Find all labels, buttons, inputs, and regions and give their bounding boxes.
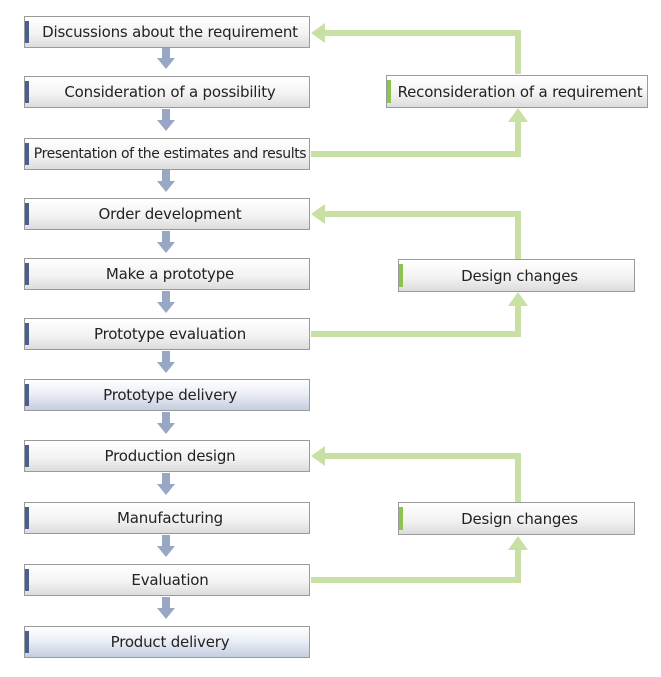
step-manufacturing: Manufacturing bbox=[24, 502, 310, 534]
down-arrow-5 bbox=[157, 291, 175, 313]
step-production-design: Production design bbox=[24, 440, 310, 472]
step-consideration-of-possibility: Consideration of a possibility bbox=[24, 76, 310, 108]
down-arrow-1 bbox=[157, 47, 175, 69]
step-label: Evaluation bbox=[131, 571, 209, 589]
down-arrow-9 bbox=[157, 535, 175, 557]
feedback-arrow-evaluation-to-design-changes-2 bbox=[311, 549, 521, 583]
arrowhead-into-order-development bbox=[311, 204, 325, 224]
step-label: Discussions about the requirement bbox=[42, 23, 298, 41]
step-label: Manufacturing bbox=[116, 509, 224, 527]
accent-bar bbox=[25, 507, 29, 529]
down-arrow-7 bbox=[157, 412, 175, 434]
down-arrow-2 bbox=[157, 109, 175, 131]
step-label: Presentation of the estimates and result… bbox=[33, 146, 307, 162]
step-order-development: Order development bbox=[24, 198, 310, 230]
feedback-arrow-design-changes-1-to-order-development bbox=[323, 211, 521, 259]
step-label: Prototype delivery bbox=[103, 386, 237, 404]
accent-bar bbox=[25, 143, 29, 165]
feedback-arrow-reconsideration-to-discussions bbox=[323, 30, 521, 74]
down-arrows bbox=[157, 47, 175, 619]
step-label: Order development bbox=[98, 205, 242, 223]
side-reconsideration-of-requirement: Reconsideration of a requirement bbox=[386, 75, 648, 108]
arrowhead-into-reconsideration bbox=[508, 108, 528, 122]
accent-bar bbox=[25, 323, 29, 345]
accent-bar bbox=[25, 384, 29, 406]
arrowhead-into-design-changes-1 bbox=[508, 292, 528, 306]
down-arrow-6 bbox=[157, 351, 175, 373]
accent-bar bbox=[25, 569, 29, 591]
step-label: Production design bbox=[104, 447, 236, 465]
accent-bar bbox=[25, 263, 29, 285]
step-product-delivery: Product delivery bbox=[24, 626, 310, 658]
side-step-label: Design changes bbox=[461, 266, 578, 285]
step-label: Prototype evaluation bbox=[93, 325, 247, 343]
step-presentation-of-estimates: Presentation of the estimates and result… bbox=[24, 138, 310, 170]
step-label: Product delivery bbox=[110, 633, 230, 651]
step-make-prototype: Make a prototype bbox=[24, 258, 310, 290]
down-arrow-4 bbox=[157, 231, 175, 253]
step-label: Make a prototype bbox=[105, 265, 235, 283]
side-design-changes-2: Design changes bbox=[398, 502, 635, 535]
accent-bar bbox=[25, 21, 29, 43]
side-step-label: Design changes bbox=[461, 509, 578, 528]
side-design-changes-1: Design changes bbox=[398, 259, 635, 292]
arrowhead-into-design-changes-2 bbox=[508, 536, 528, 550]
step-prototype-evaluation: Prototype evaluation bbox=[24, 318, 310, 350]
arrowhead-into-production-design bbox=[311, 446, 325, 466]
feedback-arrow-design-changes-2-to-production-design bbox=[323, 453, 521, 502]
feedback-arrow-presentation-to-reconsideration bbox=[311, 121, 521, 157]
accent-bar bbox=[399, 507, 403, 530]
accent-bar bbox=[25, 631, 29, 653]
accent-bar bbox=[387, 80, 391, 103]
down-arrow-3 bbox=[157, 170, 175, 192]
accent-bar bbox=[25, 81, 29, 103]
feedback-arrow-evaluation-to-design-changes-1 bbox=[311, 305, 521, 337]
accent-bar bbox=[25, 203, 29, 225]
step-evaluation: Evaluation bbox=[24, 564, 310, 596]
feedback-arrowheads bbox=[311, 23, 528, 550]
down-arrow-10 bbox=[157, 597, 175, 619]
down-arrow-8 bbox=[157, 473, 175, 495]
feedback-loops bbox=[311, 30, 521, 583]
side-step-label: Reconsideration of a requirement bbox=[397, 82, 643, 101]
accent-bar bbox=[25, 445, 29, 467]
step-label: Consideration of a possibility bbox=[64, 83, 276, 101]
accent-bar bbox=[399, 264, 403, 287]
arrowhead-into-discussions bbox=[311, 23, 325, 43]
step-discussions-about-requirement: Discussions about the requirement bbox=[24, 16, 310, 48]
step-prototype-delivery: Prototype delivery bbox=[24, 379, 310, 411]
